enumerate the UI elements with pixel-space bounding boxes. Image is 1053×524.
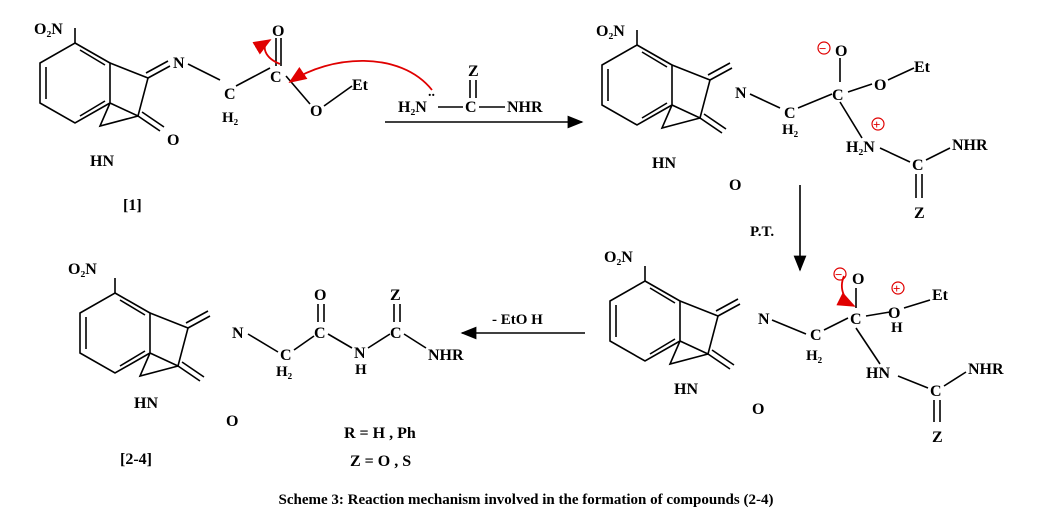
nitro-label: O₂N xyxy=(68,261,97,278)
nh-label: HN xyxy=(134,395,158,412)
minus-charge: − xyxy=(819,41,826,56)
minus-charge: − xyxy=(835,267,842,282)
ch2-h-label: H₂ xyxy=(276,364,293,380)
z-label: Z xyxy=(914,205,925,222)
ester-o-label: O xyxy=(272,23,284,40)
curved-arrow-attack xyxy=(288,59,433,91)
z-label: Z xyxy=(390,287,401,304)
reagent: Z H₂N .. C NHR xyxy=(288,59,543,116)
product-2-4: O₂N HN O N C H₂ C O N H C Z NHR [2-4] xyxy=(68,261,464,468)
ch2-h-label: H₂ xyxy=(222,110,239,126)
nitro-label: O₂N xyxy=(604,249,633,266)
elimination-label: - EtO H xyxy=(492,312,543,328)
ch2-h-label: H₂ xyxy=(782,122,799,138)
ch2-c-label: C xyxy=(280,347,292,364)
oh-h-label: H xyxy=(891,320,903,336)
amide-h-label: H xyxy=(355,362,367,378)
intermediate-1: O₂N HN O N C H₂ C O − O Et + H₂N C NHR Z xyxy=(596,23,988,222)
substituent-z: Z = O , S xyxy=(350,453,411,470)
scheme-caption: Scheme 3: Reaction mechanism involved in… xyxy=(279,492,774,508)
substituent-r: R = H , Ph xyxy=(344,425,416,442)
nh-label: HN xyxy=(652,155,676,172)
ether-o-label: O xyxy=(888,305,900,322)
imine-n-label: N xyxy=(735,85,747,102)
ethyl-label: Et xyxy=(932,287,949,304)
z-label: Z xyxy=(932,429,943,446)
carbonyl-o-label: O xyxy=(226,413,238,430)
nhr-label: NHR xyxy=(428,347,464,364)
compound-1-label: [1] xyxy=(123,197,142,214)
tetrahedral-c-label: C xyxy=(850,311,862,328)
curved-arrow-collapse xyxy=(836,275,856,307)
svg-text:..: .. xyxy=(428,85,435,100)
thio-c-label: C xyxy=(390,325,402,342)
ether-o-label: O xyxy=(310,103,322,120)
intermediate-2: O₂N HN O N C H₂ C O − O + H Et HN C NHR … xyxy=(604,249,1004,446)
carbonyl-o-label: O xyxy=(729,177,741,194)
ch2-c-label: C xyxy=(810,327,822,344)
plus-charge: + xyxy=(893,281,900,296)
amide-n-label: N xyxy=(354,345,366,362)
thio-c-label: C xyxy=(930,383,942,400)
nitro-label: O₂N xyxy=(596,23,625,40)
nhr-label: NHR xyxy=(952,137,988,154)
compound-1: O₂N HN O N C H₂ C O O Et [1] xyxy=(34,21,369,214)
reagent-z-label: Z xyxy=(468,63,479,80)
nh-label: HN xyxy=(90,153,114,170)
h2n-label: H₂N xyxy=(846,139,875,156)
imine-n-label: N xyxy=(232,325,244,342)
carbonyl-o-label: O xyxy=(167,132,179,149)
reagent-nhr-label: NHR xyxy=(507,99,543,116)
plus-charge: + xyxy=(873,117,880,132)
ch2-h-label: H₂ xyxy=(806,348,823,364)
alkoxide-o-label: O xyxy=(852,271,864,288)
reagent-c-label: C xyxy=(465,99,477,116)
nh-label: HN xyxy=(674,381,698,398)
ethyl-label: Et xyxy=(352,77,369,94)
imine-n-label: N xyxy=(173,55,185,72)
ester-c-label: C xyxy=(270,69,282,86)
compound-2-4-label: [2-4] xyxy=(120,451,152,468)
reagent-h2n-label: H₂N xyxy=(398,99,427,116)
nitro-label: O₂N xyxy=(34,21,63,38)
thio-c-label: C xyxy=(912,157,924,174)
tetrahedral-c-label: C xyxy=(832,87,844,104)
alkoxide-o-label: O xyxy=(835,43,847,60)
ch2-c-label: C xyxy=(784,105,796,122)
amide-c-label: C xyxy=(314,325,326,342)
ether-o-label: O xyxy=(874,77,886,94)
nhr-label: NHR xyxy=(968,361,1004,378)
ch2-c-label: C xyxy=(224,86,236,103)
amide-o-label: O xyxy=(314,287,326,304)
imine-n-label: N xyxy=(758,311,770,328)
ethyl-label: Et xyxy=(914,59,931,76)
curved-arrow-carbonyl xyxy=(252,39,281,65)
hn-label: HN xyxy=(866,365,890,382)
proton-transfer-label: P.T. xyxy=(750,224,774,240)
carbonyl-o-label: O xyxy=(752,401,764,418)
